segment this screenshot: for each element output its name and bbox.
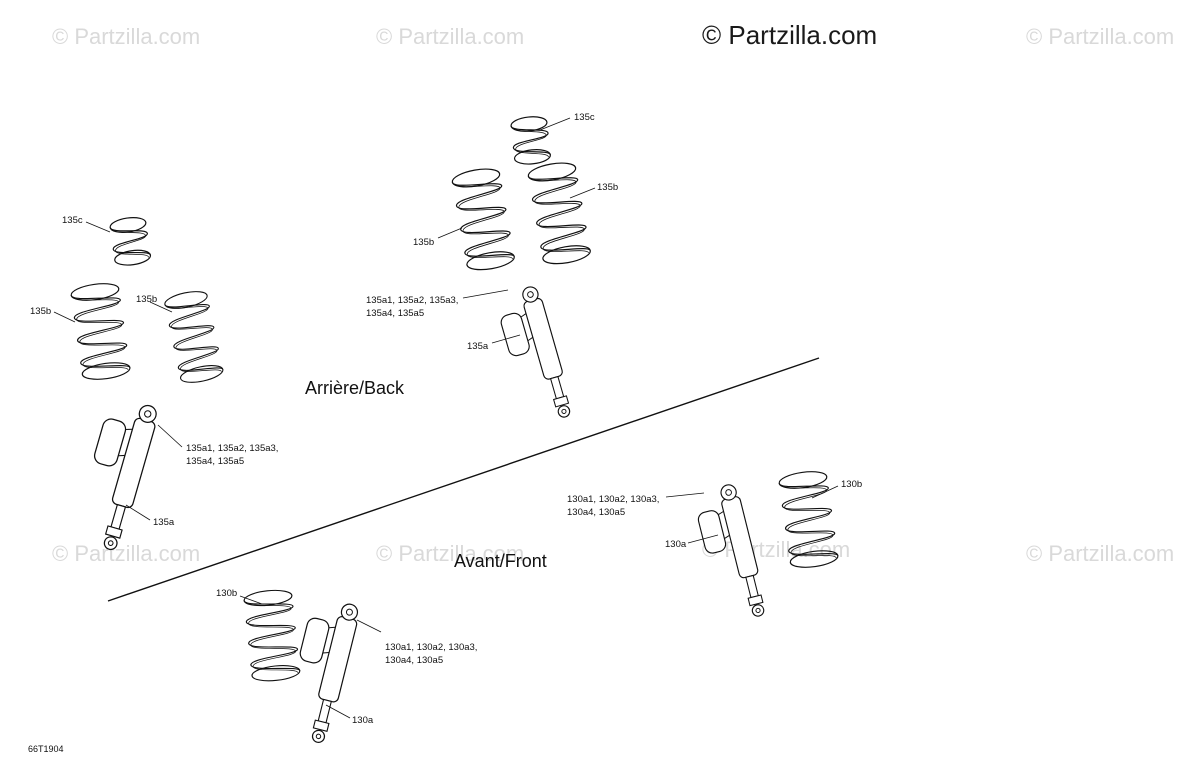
callout-135a-variants: 135a1, 135a2, 135a3, 135a4, 135a5 (366, 294, 458, 320)
callout-130a-variants: 130a1, 130a2, 130a3, 130a4, 130a5 (385, 641, 477, 667)
watermark: © Partzilla.com (1026, 24, 1175, 49)
callout-135a: 135a (153, 517, 175, 528)
callout-line: 135a1, 135a2, 135a3, (186, 443, 279, 454)
callout-135a-variants: 135a1, 135a2, 135a3, 135a4, 135a5 (186, 442, 278, 468)
callout-line: 130a4, 130a5 (567, 507, 626, 518)
watermark: © Partzilla.com (52, 24, 201, 49)
callout-line: 135a4, 135a5 (366, 308, 425, 319)
section-title-rear: Arrière/Back (305, 378, 405, 398)
callout-line: 135a4, 135a5 (186, 456, 245, 467)
callout-130a: 130a (352, 715, 374, 726)
watermark: © Partzilla.com (376, 24, 525, 49)
callout-135b: 135b (30, 306, 52, 317)
callout-135c: 135c (62, 215, 83, 226)
callout-line: 130a1, 130a2, 130a3, (567, 494, 660, 505)
callout-line: 130a4, 130a5 (385, 655, 444, 666)
brand-watermark: © Partzilla.com (702, 20, 878, 50)
watermark: © Partzilla.com (702, 537, 851, 562)
callout-135c: 135c (574, 112, 595, 123)
callout-135b: 135b (597, 182, 619, 193)
callout-130a-variants: 130a1, 130a2, 130a3, 130a4, 130a5 (567, 493, 659, 519)
callout-135b: 135b (136, 294, 158, 305)
callout-line: 135a1, 135a2, 135a3, (366, 295, 459, 306)
callout-130b: 130b (216, 588, 238, 599)
callout-135a: 135a (467, 341, 489, 352)
callout-line: 130a1, 130a2, 130a3, (385, 642, 478, 653)
diagram-code: 66T1904 (28, 744, 64, 754)
callout-130a: 130a (665, 539, 687, 550)
section-title-front: Avant/Front (454, 551, 547, 571)
watermark: © Partzilla.com (52, 541, 201, 566)
callout-130b: 130b (841, 479, 863, 490)
watermark: © Partzilla.com (1026, 541, 1175, 566)
watermark: © Partzilla.com (376, 541, 525, 566)
callout-135b: 135b (413, 237, 435, 248)
